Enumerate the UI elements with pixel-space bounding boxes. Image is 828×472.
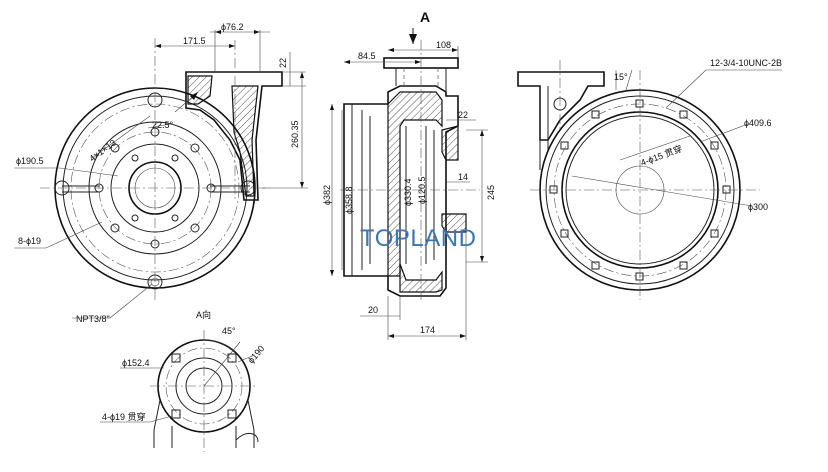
dim-171-5: 171.5 [183, 36, 206, 46]
dim-angle-15: 15° [614, 72, 628, 82]
dim-174: 174 [420, 325, 435, 335]
dim-thread-unc: 12-3/4-10UNC-2B [710, 58, 782, 68]
dim-358-8: ϕ358.8 [344, 186, 354, 214]
dim-angle-45: 45° [222, 326, 236, 336]
dim-190-5: ϕ190.5 [16, 156, 44, 166]
dim-245: 245 [486, 185, 496, 200]
dim-view-a-holes: 4-ϕ19 贯穿 [102, 411, 146, 422]
dim-84-5: 84.5 [358, 51, 376, 61]
dim-152-4: ϕ152.4 [122, 358, 150, 368]
rear-bolt-holes [549, 99, 731, 281]
view-arrow-label: A [420, 9, 430, 25]
dim-330-4: ϕ330.4 [403, 178, 413, 206]
watermark-logo: TOPLAND [360, 225, 476, 252]
dim-108: 108 [436, 40, 451, 50]
rear-view: 12-3/4-10UNC-2B 15° ϕ409.6 4-ϕ15 贯穿 ϕ300 [517, 58, 782, 300]
view-a: A向 45° ϕ152.4 ϕ190 4-ϕ19 贯穿 [100, 309, 266, 452]
dim-npt: NPT3/8" [76, 314, 110, 324]
dim-rear-holes: 4-ϕ15 贯穿 [639, 143, 684, 168]
dim-382: ϕ382 [322, 185, 332, 205]
dim-14: 14 [458, 172, 468, 182]
view-a-dimensions: 45° ϕ152.4 ϕ190 4-ϕ19 贯穿 [100, 326, 267, 423]
front-bolt-holes [94, 127, 216, 249]
dim-76-2: ϕ76.2 [221, 22, 244, 32]
dim-120-5: ϕ120.5 [417, 176, 427, 204]
dim-260-35: 260.35 [290, 120, 300, 148]
dim-8-holes: 8-ϕ19 [18, 236, 41, 246]
dim-22-section: 22 [458, 110, 468, 120]
dim-angle-22-5: 22.5° [152, 120, 174, 130]
section-dimensions: 84.5 108 22 14 245 ϕ382 ϕ358.8 ϕ330.4 ϕ1 [322, 40, 496, 340]
rear-dimensions: 12-3/4-10UNC-2B 15° ϕ409.6 4-ϕ15 贯穿 ϕ300 [614, 58, 782, 212]
dim-view-a-190: ϕ190 [246, 343, 267, 365]
view-a-caption: A向 [196, 309, 211, 320]
dim-409-6: ϕ409.6 [744, 118, 772, 128]
dim-20: 20 [368, 305, 378, 315]
dim-22: 22 [278, 58, 288, 68]
view-a-bolt-holes [171, 353, 237, 419]
front-view: 171.5 ϕ76.2 22 260.35 ϕ190.5 8-ϕ19 4×1×1… [14, 22, 308, 324]
section-view: A 84.5 108 22 [322, 9, 496, 340]
dim-300: ϕ300 [748, 202, 768, 212]
